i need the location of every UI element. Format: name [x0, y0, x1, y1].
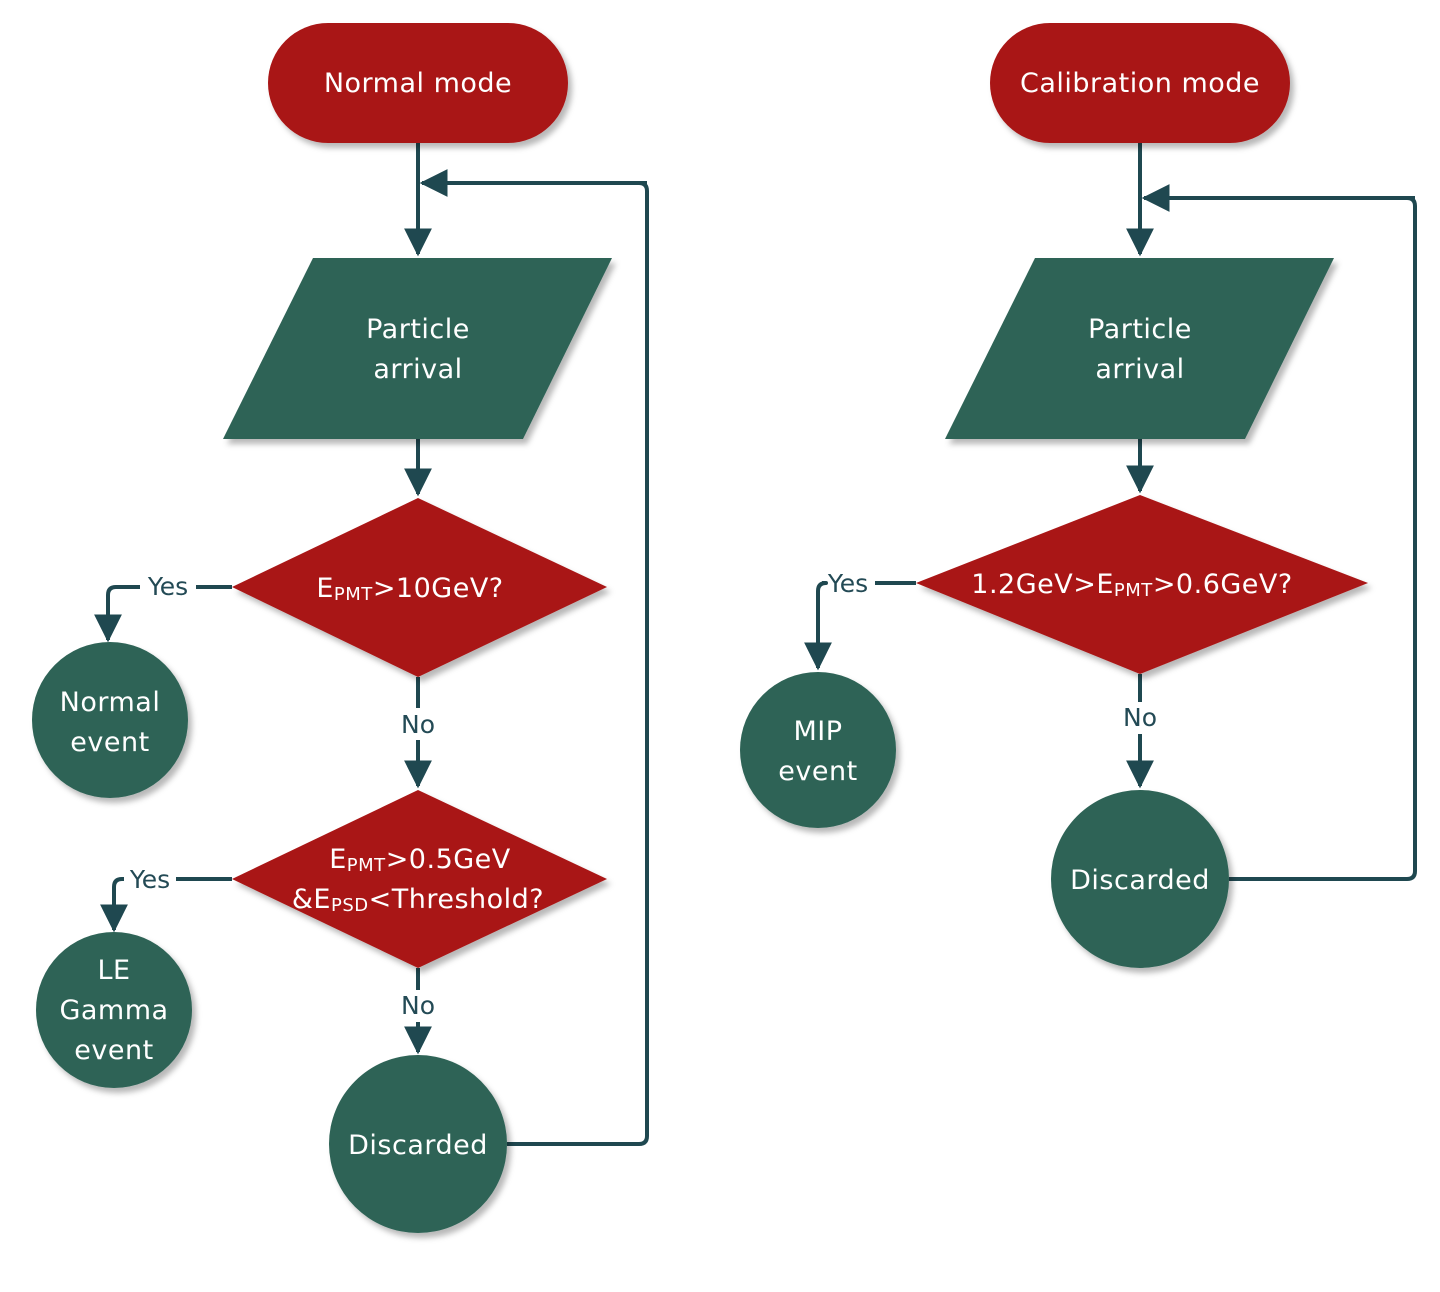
normal-mode-terminal: Normal mode: [268, 23, 568, 143]
normal-event-node: Normal event: [32, 642, 188, 798]
normal-input-particle-arrival: Particle arrival: [223, 258, 612, 439]
input-label-line1: Particle: [1088, 314, 1192, 345]
input-label-line2: arrival: [373, 354, 462, 385]
input-shape: [223, 258, 612, 439]
connector-decision2-yes: [114, 877, 232, 930]
calibration-discarded-label: Discarded: [1070, 865, 1210, 896]
le-gamma-event-node: LE Gamma event: [36, 932, 192, 1088]
calibration-decision-epmt-range: 1.2GeV>EPMT>0.6GeV?: [916, 495, 1368, 674]
decision2-no-label: No: [401, 991, 435, 1020]
decision1-label: EPMT>10GeV?: [316, 573, 503, 605]
decision-shape: [232, 498, 607, 677]
le-gamma-line1: LE: [97, 955, 130, 986]
discarded-circle: [329, 1055, 507, 1233]
calibration-mode-label: Calibration mode: [1020, 68, 1260, 99]
calibration-discarded-node: Discarded: [1051, 790, 1229, 968]
calibration-no-label: No: [1123, 703, 1157, 732]
normal-decision-epmt-epsd: EPMT>0.5GeV &EPSD<Threshold?: [232, 790, 607, 968]
terminal-shape: [268, 23, 568, 143]
decision-shape: [916, 495, 1368, 674]
connector-decision1-yes: [108, 585, 232, 640]
input-label-line2: arrival: [1095, 354, 1184, 385]
decision2-label-line2: &EPSD<Threshold?: [292, 884, 544, 916]
normal-mode-flow: Normal mode Particle arrival EPMT>10GeV?…: [32, 23, 649, 1233]
calibration-mode-terminal: Calibration mode: [990, 23, 1290, 143]
normal-mode-label: Normal mode: [324, 68, 512, 99]
normal-discarded-node: Discarded: [329, 1055, 507, 1233]
discarded-circle: [1051, 790, 1229, 968]
normal-event-line1: Normal: [60, 687, 161, 718]
connector-decision-yes: [818, 581, 916, 668]
loop-back-line: [1229, 196, 1417, 881]
decision2-label-line1: EPMT>0.5GeV: [329, 844, 511, 876]
calibration-mode-flow: Calibration mode Particle arrival 1.2GeV…: [740, 23, 1417, 968]
event-circle: [36, 932, 192, 1088]
calibration-decision-label: 1.2GeV>EPMT>0.6GeV?: [971, 569, 1292, 601]
input-shape: [945, 258, 1334, 439]
normal-discarded-label: Discarded: [348, 1130, 488, 1161]
decision1-yes-label: Yes: [147, 572, 188, 601]
normal-event-line2: event: [70, 727, 149, 758]
mip-event-node: MIP event: [740, 672, 896, 828]
le-gamma-line3: event: [74, 1035, 153, 1066]
calibration-input-particle-arrival: Particle arrival: [945, 258, 1334, 439]
le-gamma-line2: Gamma: [59, 995, 168, 1026]
input-label-line1: Particle: [366, 314, 470, 345]
event-circle: [32, 642, 188, 798]
mip-event-line1: MIP: [793, 716, 842, 747]
normal-decision-epmt-10gev: EPMT>10GeV?: [232, 498, 607, 677]
decision2-yes-label: Yes: [129, 865, 170, 894]
decision1-no-label: No: [401, 710, 435, 739]
loop-back-line: [507, 181, 649, 1146]
decision-shape: [232, 790, 607, 968]
calibration-yes-label: Yes: [827, 569, 868, 598]
mip-event-line2: event: [778, 756, 857, 787]
event-circle: [740, 672, 896, 828]
terminal-shape: [990, 23, 1290, 143]
